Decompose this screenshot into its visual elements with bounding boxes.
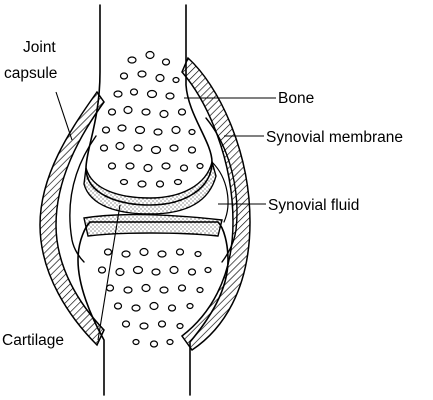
label-cartilage: Cartilage <box>2 332 64 349</box>
synovial-membrane-left <box>69 135 97 263</box>
label-joint-capsule-line1: Joint <box>23 39 56 56</box>
joint-capsule-left <box>39 90 105 347</box>
synovial-membrane-right <box>205 117 238 263</box>
leader-joint-capsule <box>55 91 73 141</box>
lower-bone <box>77 221 229 396</box>
label-synovial-membrane: Synovial membrane <box>266 129 403 146</box>
joint-capsule-right <box>180 56 251 352</box>
label-synovial-fluid: Synovial fluid <box>268 197 359 214</box>
label-joint-capsule-line2: capsule <box>4 65 57 82</box>
synovial-fluid-space <box>211 161 229 223</box>
leader-cartilage <box>97 204 121 341</box>
label-bone: Bone <box>278 90 314 107</box>
spongy-bone-lower <box>97 247 212 348</box>
spongy-bone-upper <box>99 50 204 188</box>
upper-cartilage <box>83 159 217 215</box>
lower-cartilage <box>83 213 223 237</box>
upper-bone <box>85 4 213 206</box>
